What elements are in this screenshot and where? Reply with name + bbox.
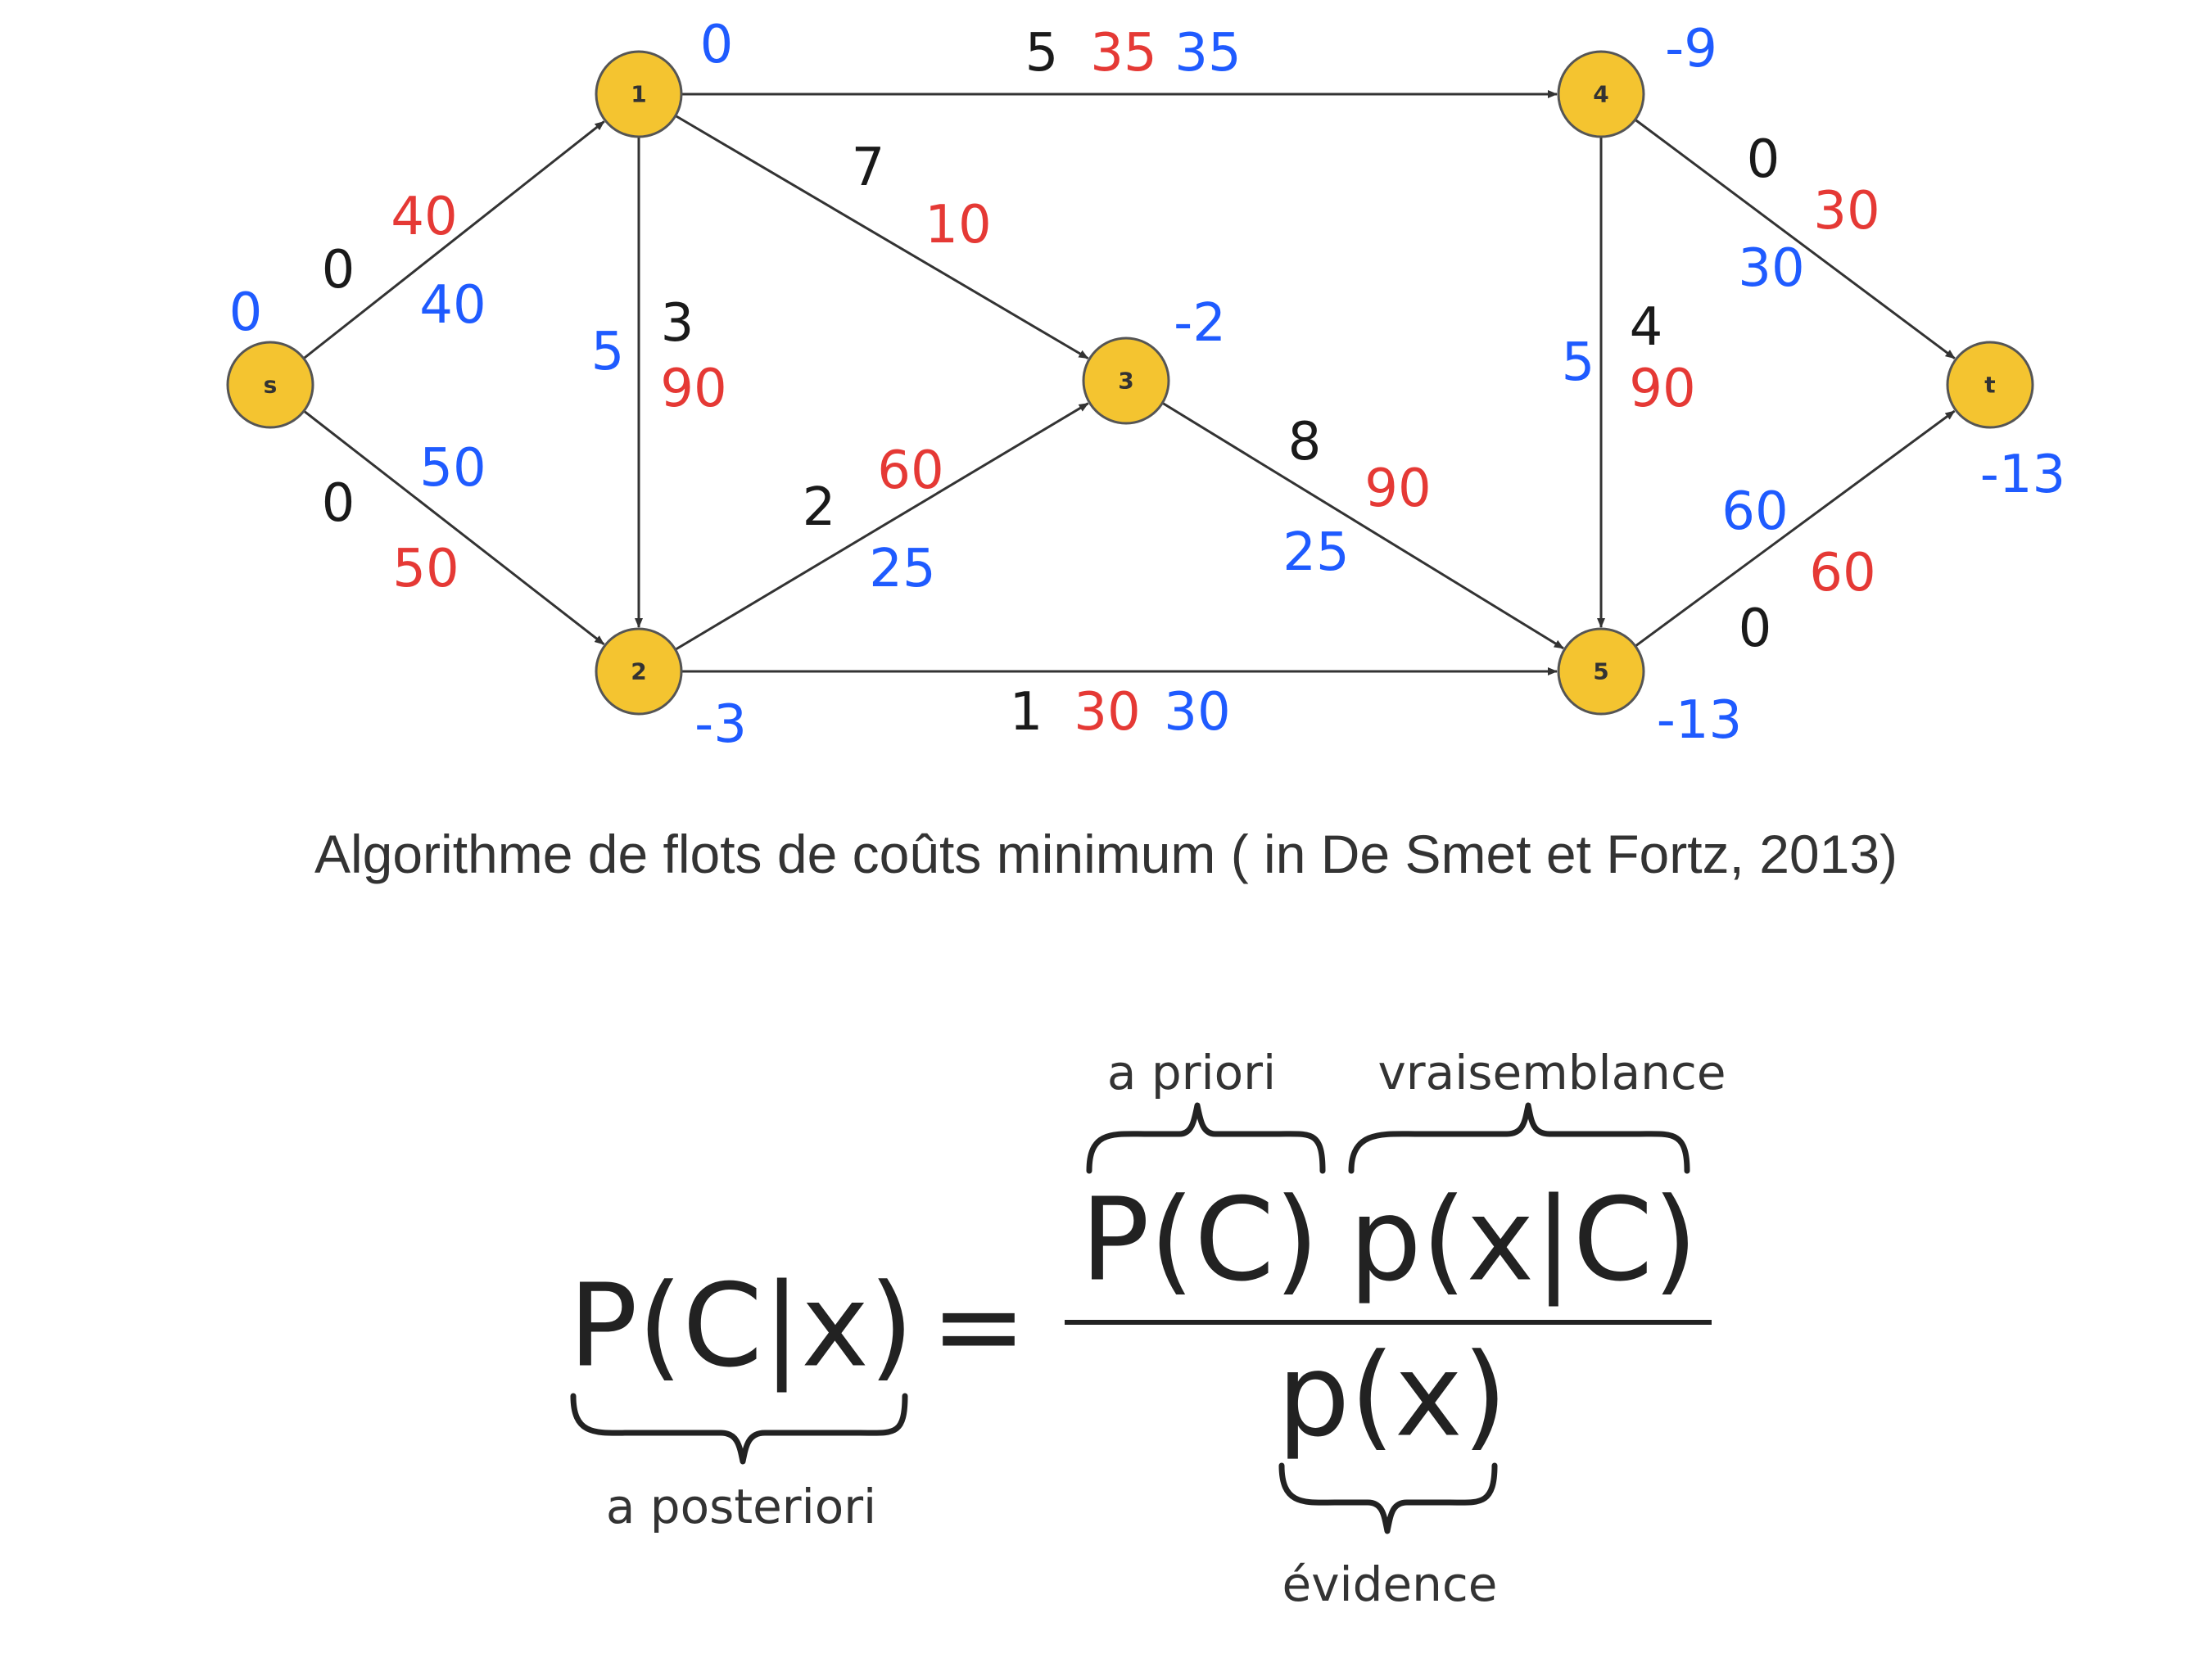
node-1-potential: 0 bbox=[700, 15, 734, 75]
edge-s-2 bbox=[303, 409, 605, 646]
equals-sign: = bbox=[930, 1260, 1026, 1394]
edge-s-1-capacity-label: 40 bbox=[391, 187, 457, 247]
edge-2-3 bbox=[674, 402, 1089, 651]
node-2-label: 2 bbox=[631, 658, 646, 685]
node-t-label: t bbox=[1984, 372, 1995, 399]
node-2-potential: -3 bbox=[694, 694, 747, 755]
lhs-posterior: P(C|x) bbox=[568, 1260, 913, 1394]
edge-s-1-flow-label: 40 bbox=[419, 275, 486, 336]
brace-evidence bbox=[1278, 1462, 1498, 1534]
node-3-potential: -2 bbox=[1174, 293, 1226, 354]
figure-caption: Algorithme de flots de coûts minimum ( i… bbox=[314, 824, 1898, 884]
edge-5-t-capacity-label: 60 bbox=[1809, 543, 1875, 603]
node-s bbox=[226, 341, 314, 429]
node-1 bbox=[595, 50, 683, 138]
numerator-likelihood: p(x|C) bbox=[1349, 1174, 1698, 1308]
node-5-potential: -13 bbox=[1657, 690, 1743, 751]
edge-s-2-capacity-label: 50 bbox=[392, 539, 459, 599]
edge-3-5-cost-label: 8 bbox=[1288, 412, 1322, 472]
edge-2-5-flow-label: 30 bbox=[1164, 682, 1230, 743]
edge-1-3-cost-label: 7 bbox=[852, 138, 885, 198]
node-5 bbox=[1557, 627, 1645, 716]
edge-5-t bbox=[1634, 409, 1956, 648]
label-a-posteriori: a posteriori bbox=[606, 1479, 876, 1534]
edge-1-4-cost-label: 5 bbox=[1025, 23, 1059, 84]
node-2 bbox=[595, 627, 683, 716]
edge-3-5 bbox=[1161, 401, 1564, 650]
edge-s-2-cost-label: 0 bbox=[322, 473, 355, 534]
edge-5-t-cost-label: 0 bbox=[1739, 599, 1772, 659]
edge-s-2-flow-label: 50 bbox=[419, 438, 486, 499]
edge-2-3-cost-label: 2 bbox=[803, 477, 836, 538]
node-4-label: 4 bbox=[1593, 81, 1608, 108]
edge-1-2-cost-label: 3 bbox=[661, 293, 694, 354]
label-evidence: évidence bbox=[1282, 1556, 1498, 1612]
denominator-evidence: p(x) bbox=[1278, 1330, 1508, 1463]
label-vraisemblance: vraisemblance bbox=[1377, 1045, 1726, 1100]
node-s-label: s bbox=[264, 372, 278, 399]
node-t bbox=[1946, 341, 2034, 429]
brace-a-priori bbox=[1086, 1102, 1326, 1174]
edge-1-4-flow-label: 35 bbox=[1174, 23, 1241, 84]
edge-4-t bbox=[1634, 118, 1956, 359]
edge-1-4-capacity-label: 35 bbox=[1090, 23, 1156, 84]
edge-1-2-flow-label: 5 bbox=[591, 322, 625, 382]
node-s-potential: 0 bbox=[229, 282, 263, 343]
brace-vraisemblance bbox=[1348, 1102, 1690, 1174]
edge-3-5-capacity-label: 90 bbox=[1364, 459, 1431, 519]
brace-a-posteriori bbox=[570, 1393, 908, 1465]
edge-4-t-flow-label: 30 bbox=[1738, 238, 1804, 299]
edge-s-1 bbox=[302, 120, 605, 359]
edge-1-3 bbox=[675, 115, 1089, 359]
edge-2-5-capacity-label: 30 bbox=[1074, 682, 1140, 743]
node-1-label: 1 bbox=[631, 81, 646, 108]
bayes-formula: a priori vraisemblance P(C) p(x|C) P(C|x… bbox=[568, 1045, 1726, 1612]
edge-4-5-cost-label: 4 bbox=[1630, 297, 1663, 358]
edge-1-2-capacity-label: 90 bbox=[660, 359, 726, 419]
edge-2-5-cost-label: 1 bbox=[1010, 682, 1043, 743]
node-4-potential: -9 bbox=[1665, 19, 1717, 79]
node-5-label: 5 bbox=[1593, 658, 1608, 685]
node-3-label: 3 bbox=[1118, 368, 1133, 395]
node-3 bbox=[1082, 337, 1170, 425]
edge-1-3-capacity-label: 10 bbox=[925, 195, 991, 255]
edge-3-5-flow-label: 25 bbox=[1282, 522, 1349, 583]
edge-2-3-flow-label: 25 bbox=[869, 539, 935, 599]
label-a-priori: a priori bbox=[1107, 1045, 1276, 1100]
edge-2-3-capacity-label: 60 bbox=[877, 440, 943, 501]
node-4 bbox=[1557, 50, 1645, 138]
edge-5-t-flow-label: 60 bbox=[1721, 481, 1788, 542]
numerator-prior: P(C) bbox=[1080, 1174, 1319, 1308]
node-t-potential: -13 bbox=[1980, 445, 2066, 505]
edge-4-t-cost-label: 0 bbox=[1747, 129, 1780, 190]
edge-4-5-capacity-label: 90 bbox=[1629, 359, 1695, 419]
edge-4-t-capacity-label: 30 bbox=[1813, 181, 1880, 242]
edge-s-1-cost-label: 0 bbox=[322, 240, 355, 300]
edge-4-5-flow-label: 5 bbox=[1562, 332, 1595, 393]
